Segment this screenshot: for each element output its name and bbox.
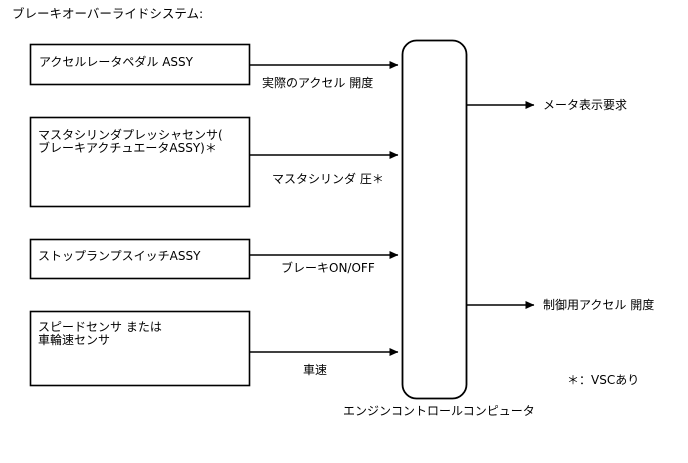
input-signal-label-2: マスタシリンダ 圧＊ <box>272 172 384 186</box>
output-signal-label-1: メータ表示要求 <box>543 98 628 112</box>
input-box-4-label-line1: スピードセンサ または <box>38 320 162 334</box>
input-box-2-shape <box>29 116 251 208</box>
footnote-vsc: ＊：VSCあり <box>567 373 640 387</box>
ecu-box-shape <box>401 39 468 400</box>
input-box-1-shape <box>29 43 251 86</box>
input-box-1-label-line1: アクセルレータペダル ASSY <box>39 55 193 69</box>
input-signal-label-3: ブレーキON/OFF <box>281 261 375 275</box>
input-box-4-shape <box>29 310 251 387</box>
ecu-caption: エンジンコントロールコンピュータ <box>343 404 535 418</box>
output-signal-label-2: 制御用アクセル 開度 <box>543 298 655 312</box>
diagram-title: ブレーキオーバーライドシステム: <box>12 6 204 21</box>
input-box-2-label-line2: ブレーキアクチュエータASSY)＊ <box>38 141 217 155</box>
input-box-2-label-line1: マスタシリンダプレッシャセンサ( <box>38 128 223 142</box>
input-signal-label-1: 実際のアクセル 開度 <box>262 76 374 90</box>
input-signal-label-4: 車速 <box>303 363 328 377</box>
input-box-3-label-line1: ストップランプスイッチASSY <box>38 249 201 263</box>
input-box-4-label-line2: 車輪速センサ <box>38 333 111 347</box>
input-box-3-shape <box>29 238 251 280</box>
